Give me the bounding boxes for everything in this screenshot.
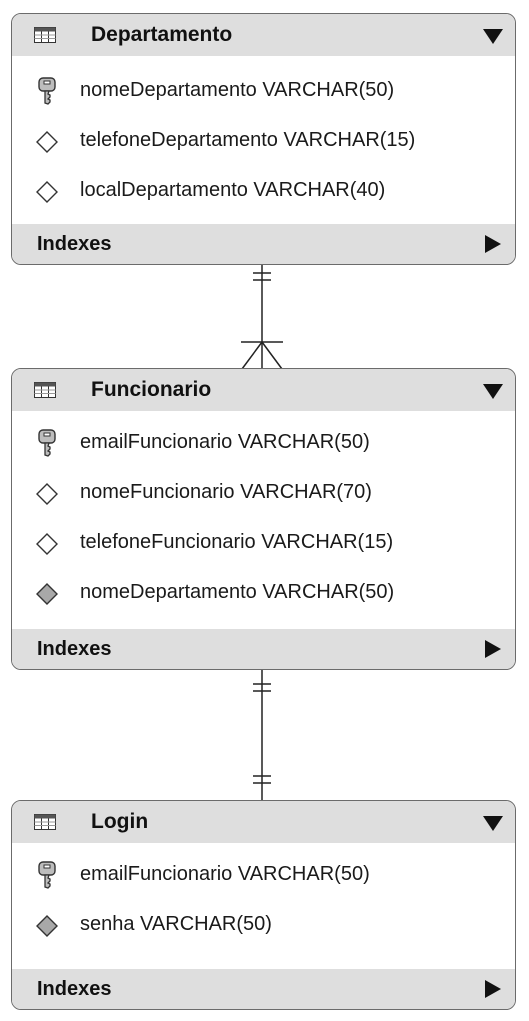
column-row[interactable]: emailFuncionario VARCHAR(50) [12, 418, 515, 468]
entity-funcionario[interactable]: Funcionario emailFuncionario VARCHAR(50)… [11, 368, 516, 670]
table-icon [34, 27, 56, 43]
indexes-bar[interactable]: Indexes [12, 969, 515, 1009]
column-row[interactable]: emailFuncionario VARCHAR(50) [12, 850, 515, 900]
entity-title: Departamento [91, 23, 233, 46]
entity-header[interactable]: Funcionario [12, 369, 515, 411]
expand-arrow-icon[interactable] [485, 980, 501, 998]
collapse-arrow-icon[interactable] [483, 29, 503, 44]
relationship-funcionario-login[interactable] [253, 669, 271, 801]
key-icon [38, 429, 56, 457]
column-text: localDepartamento VARCHAR(40) [80, 179, 386, 201]
key-icon [38, 861, 56, 889]
column-row[interactable]: localDepartamento VARCHAR(40) [12, 166, 515, 216]
entity-header[interactable]: Departamento [12, 14, 515, 56]
expand-arrow-icon[interactable] [485, 640, 501, 658]
entity-login[interactable]: Login emailFuncionario VARCHAR(50) senha… [11, 800, 516, 1010]
filled-diamond-icon [36, 915, 58, 937]
table-icon [34, 382, 56, 398]
column-text: senha VARCHAR(50) [80, 913, 272, 935]
column-text: nomeDepartamento VARCHAR(50) [80, 79, 395, 101]
column-text: emailFuncionario VARCHAR(50) [80, 863, 370, 885]
filled-diamond-icon [36, 583, 58, 605]
crowfoot-right [261, 341, 283, 370]
column-text: emailFuncionario VARCHAR(50) [80, 431, 370, 453]
indexes-label: Indexes [37, 233, 112, 255]
column-text: nomeFuncionario VARCHAR(70) [80, 481, 372, 503]
column-row[interactable]: senha VARCHAR(50) [12, 900, 515, 950]
key-icon [38, 77, 56, 105]
column-row[interactable]: telefoneFuncionario VARCHAR(15) [12, 518, 515, 568]
collapse-arrow-icon[interactable] [483, 816, 503, 831]
collapse-arrow-icon[interactable] [483, 384, 503, 399]
expand-arrow-icon[interactable] [485, 235, 501, 253]
column-text: telefoneDepartamento VARCHAR(15) [80, 129, 416, 151]
indexes-bar[interactable]: Indexes [12, 629, 515, 669]
entity-departamento[interactable]: Departamento nomeDepartamento VARCHAR(50… [11, 13, 516, 265]
indexes-label: Indexes [37, 638, 112, 660]
column-row[interactable]: telefoneDepartamento VARCHAR(15) [12, 116, 515, 166]
table-icon [34, 814, 56, 830]
entity-title: Login [91, 810, 149, 833]
crowfoot-left [241, 341, 263, 370]
entity-title: Funcionario [91, 378, 212, 401]
column-text: telefoneFuncionario VARCHAR(15) [80, 531, 394, 553]
column-row[interactable]: nomeDepartamento VARCHAR(50) [12, 568, 515, 618]
empty-diamond-icon [36, 181, 58, 203]
empty-diamond-icon [36, 483, 58, 505]
column-text: nomeDepartamento VARCHAR(50) [80, 581, 395, 603]
column-row[interactable]: nomeDepartamento VARCHAR(50) [12, 66, 515, 116]
indexes-label: Indexes [37, 978, 112, 1000]
empty-diamond-icon [36, 533, 58, 555]
empty-diamond-icon [36, 131, 58, 153]
indexes-bar[interactable]: Indexes [12, 224, 515, 264]
entity-header[interactable]: Login [12, 801, 515, 843]
relationship-departamento-funcionario[interactable] [241, 264, 283, 370]
column-row[interactable]: nomeFuncionario VARCHAR(70) [12, 468, 515, 518]
